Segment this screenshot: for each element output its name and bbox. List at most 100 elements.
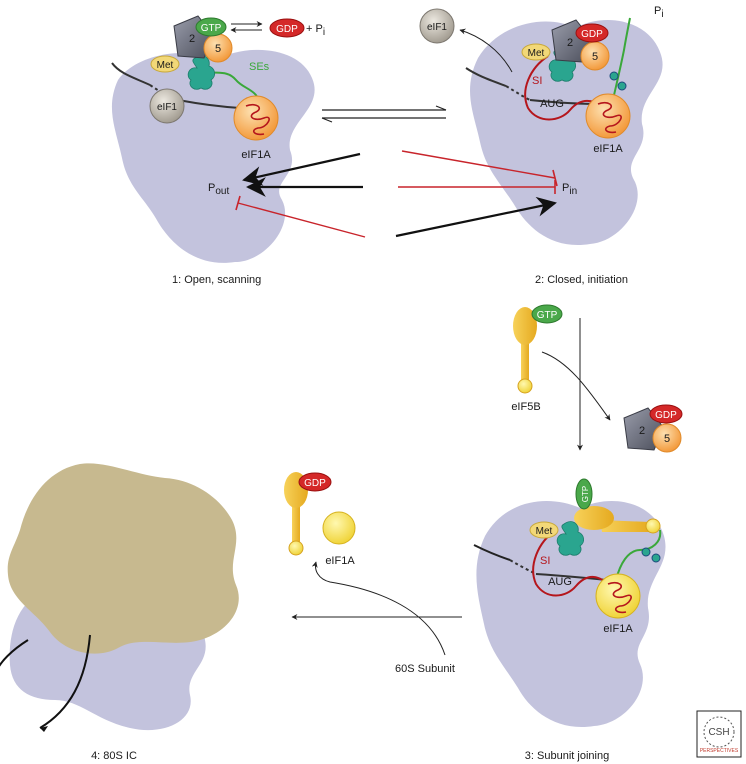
gdp-badge bbox=[269, 18, 305, 38]
released-gdp-label: GDP bbox=[655, 410, 677, 421]
eif1-release-arrow bbox=[459, 28, 513, 73]
eif1a-helix bbox=[607, 581, 632, 614]
bound-eif5b-head bbox=[574, 506, 614, 530]
released-eif1a-sphere bbox=[322, 511, 356, 545]
se-bead-1 bbox=[609, 71, 619, 81]
se-bead-2 bbox=[617, 81, 627, 91]
eif1a-label: eIF1A bbox=[241, 149, 271, 161]
eif5b-entry: GTP eIF5B 2 5 GDP bbox=[511, 304, 683, 453]
released-eif5-sphere bbox=[652, 423, 682, 453]
eif1-promotes-pout-arrow bbox=[242, 152, 361, 186]
bound-eif5b-foot bbox=[645, 518, 661, 534]
gtp-label: GTP bbox=[201, 23, 222, 34]
gdp-label: GDP bbox=[581, 29, 603, 40]
eif5b-gtp-label: GTP bbox=[537, 310, 558, 321]
eif5b-head bbox=[513, 307, 537, 345]
caption-panel-2: 2: Closed, initiation bbox=[535, 274, 628, 286]
mrna-strand bbox=[465, 67, 507, 87]
bound-gtp-badge bbox=[575, 478, 593, 510]
released-eif1-sphere bbox=[419, 8, 455, 44]
si-promotes-pin-arrow bbox=[395, 196, 557, 238]
plus-pi-label: + Pi bbox=[306, 23, 325, 38]
eif1-inhibits-pin-bar bbox=[552, 169, 558, 187]
mrna-left bbox=[0, 639, 29, 667]
released-gdp-badge bbox=[649, 404, 683, 424]
gdp-badge bbox=[575, 23, 609, 43]
si-red-loop bbox=[532, 529, 611, 597]
mrna-arrowhead bbox=[40, 726, 48, 732]
ribosome-60s-body bbox=[7, 463, 239, 654]
ribosome-40s-body bbox=[476, 500, 666, 728]
mrna-dashed bbox=[509, 559, 537, 575]
eif5b-gtp-badge bbox=[531, 304, 563, 324]
factor-release-arrow bbox=[311, 561, 446, 656]
se-green-tail bbox=[615, 529, 662, 581]
released-eif2-label: 2 bbox=[639, 425, 645, 437]
panel-2-closed-initiation: eIF1A AUG SI Met 2 5 GDP Pi eIF1 Pin 2: … bbox=[419, 5, 664, 286]
si-red-loop bbox=[524, 55, 607, 121]
p-out-label: Pout bbox=[208, 182, 229, 197]
si-label: SI bbox=[540, 555, 550, 567]
mrna-strand bbox=[111, 62, 151, 86]
eif2-label: 2 bbox=[189, 33, 195, 45]
si-inhibits-pout-bar bbox=[235, 195, 241, 211]
caption-panel-1: 1: Open, scanning bbox=[172, 274, 261, 286]
gdp-label: GDP bbox=[276, 24, 298, 35]
subunit-60s-label: 60S Subunit bbox=[395, 663, 455, 675]
met-tag bbox=[521, 43, 551, 61]
eif1a-helix bbox=[597, 101, 622, 134]
se-bead-1 bbox=[641, 547, 651, 557]
eif1a-sphere bbox=[233, 95, 279, 141]
mrna-dashed bbox=[149, 84, 179, 100]
p-in-label: Pin bbox=[562, 182, 577, 197]
si-label: SI bbox=[532, 75, 542, 87]
panel-3-subunit-joining: eIF1A AUG SI Met GTP 3: Subunit joining bbox=[473, 478, 666, 762]
released-eif5b-foot bbox=[288, 540, 304, 556]
eif1a-helix bbox=[245, 103, 270, 136]
eif1a-sphere bbox=[585, 93, 631, 139]
mrna-right bbox=[39, 634, 91, 729]
eif2-label: 2 bbox=[567, 37, 573, 49]
csh-perspectives-logo: CSH PERSPECTIVES bbox=[696, 710, 742, 758]
released-gdp-label: GDP bbox=[304, 478, 326, 489]
met-tag bbox=[150, 55, 180, 73]
ses-label: SEs bbox=[249, 61, 270, 73]
met-tag bbox=[529, 521, 559, 539]
panel-1-open-scanning: eIF1 eIF1A Met 2 5 GTP GDP + Pi SEs Pout… bbox=[111, 15, 325, 286]
regulation-arrows bbox=[235, 150, 558, 238]
logo-subtext: PERSPECTIVES bbox=[700, 748, 739, 754]
se-green-tail bbox=[611, 17, 631, 105]
eif1-sphere bbox=[149, 88, 185, 124]
released-eif1-label: eIF1 bbox=[427, 22, 447, 33]
se-bead-2 bbox=[651, 553, 661, 563]
mrna-strand bbox=[473, 544, 511, 561]
aug-label: AUG bbox=[548, 576, 572, 588]
si-inhibits-pout-line bbox=[237, 202, 366, 238]
panel-4-80s-ic: 4: 80S IC GDP eIF1A bbox=[0, 463, 356, 762]
caption-panel-4: 4: 80S IC bbox=[91, 750, 137, 762]
eif5-label: 5 bbox=[215, 43, 221, 55]
trna-icon bbox=[187, 55, 215, 90]
released-eif1a-label: eIF1A bbox=[325, 555, 355, 567]
eif1a-sphere bbox=[595, 573, 641, 619]
eif1a-label: eIF1A bbox=[603, 623, 633, 635]
bound-eif5b-rod bbox=[600, 520, 652, 532]
gtp-badge bbox=[195, 17, 227, 37]
eif5b-foot bbox=[517, 378, 533, 394]
mrna-dashed bbox=[505, 85, 531, 101]
eif5b-label: eIF5B bbox=[511, 401, 540, 413]
released-gdp-badge bbox=[298, 472, 332, 492]
eif1a-label: eIF1A bbox=[593, 143, 623, 155]
caption-panel-3: 3: Subunit joining bbox=[525, 750, 609, 762]
pi-label: Pi bbox=[654, 5, 664, 20]
logo-text: CSH bbox=[708, 727, 729, 738]
eif5-label: 5 bbox=[592, 51, 598, 63]
trna-icon bbox=[556, 521, 584, 556]
met-label: Met bbox=[536, 526, 553, 537]
subunit-joining-arrows: 60S Subunit bbox=[291, 561, 462, 675]
met-label: Met bbox=[528, 48, 545, 59]
met-label: Met bbox=[157, 60, 174, 71]
eif1-inhibits-pin-line bbox=[401, 150, 556, 179]
equilibrium-arrows bbox=[321, 105, 447, 123]
